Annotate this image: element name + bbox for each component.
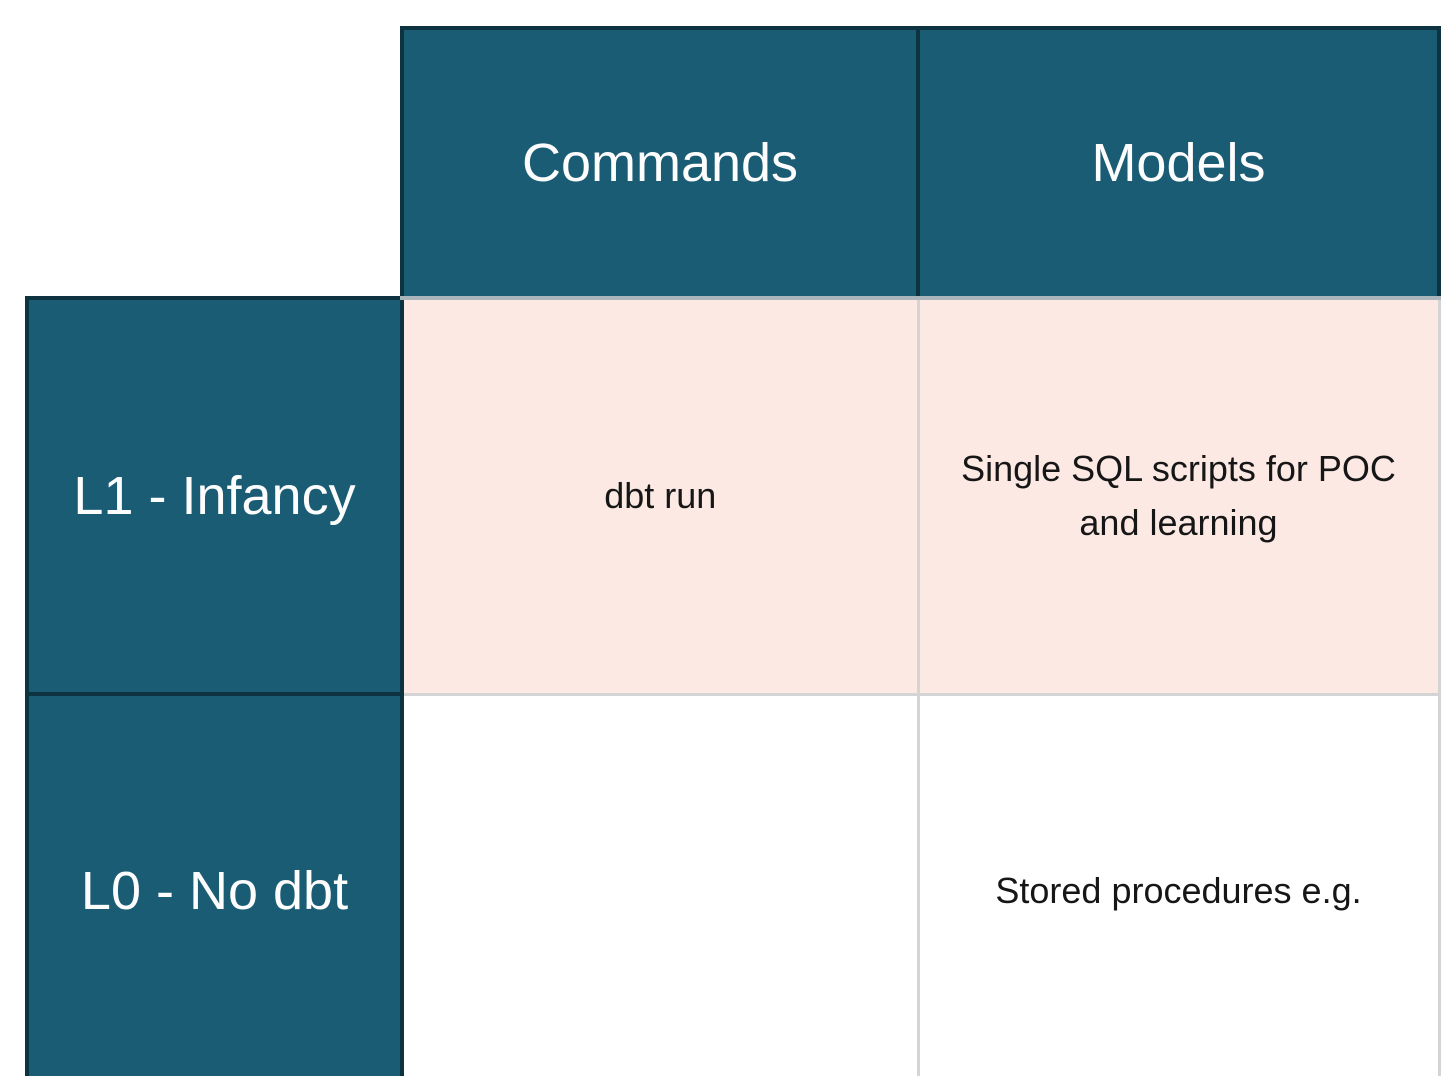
corner-cell bbox=[27, 28, 402, 298]
column-header-commands: Commands bbox=[400, 26, 920, 300]
cell-l0-models: Stored procedures e.g. bbox=[916, 692, 1441, 1076]
header-row: Commands Models bbox=[27, 26, 1441, 300]
column-header-models: Models bbox=[916, 26, 1441, 300]
cell-l0-commands bbox=[400, 692, 920, 1076]
cell-l1-commands: dbt run bbox=[400, 296, 920, 696]
row-header-l1-infancy: L1 - Infancy bbox=[25, 296, 404, 696]
row-header-l0-no-dbt: L0 - No dbt bbox=[25, 692, 404, 1076]
maturity-table: Commands Models L1 - Infancy dbt run Sin… bbox=[25, 26, 1441, 1076]
table-row-l1: L1 - Infancy dbt run Single SQL scripts … bbox=[25, 296, 1441, 696]
table-row-l0: L0 - No dbt Stored procedures e.g. bbox=[25, 692, 1441, 1076]
cell-l1-models: Single SQL scripts for POC and learning bbox=[916, 296, 1441, 696]
